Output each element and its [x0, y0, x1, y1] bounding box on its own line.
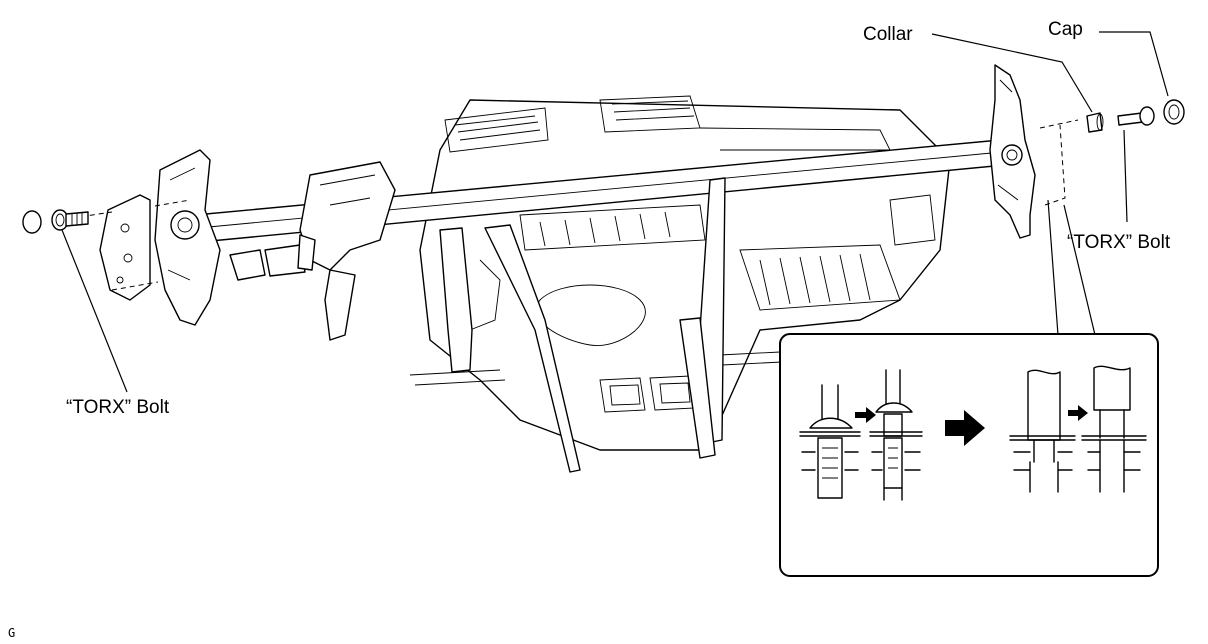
center-braces	[439, 177, 726, 473]
steering-column-bracket	[229, 161, 396, 341]
label-cap: Cap	[1048, 19, 1083, 40]
arrow-right-small-icon	[855, 407, 876, 423]
right-side-bracket	[989, 64, 1036, 239]
right-collar-icon	[1086, 112, 1103, 133]
inset-step-cap-removed	[869, 369, 923, 501]
arrow-right-large-icon	[945, 410, 985, 446]
inset-step-cap-installed	[799, 384, 861, 499]
inset-step-collar-removed	[1081, 365, 1147, 493]
label-torx-bolt-left: “TORX” Bolt	[66, 397, 170, 418]
left-fasteners	[22, 209, 89, 234]
arrow-right-small-icon-2	[1068, 405, 1088, 421]
label-torx-bolt-right: “TORX” Bolt	[1067, 232, 1171, 253]
right-cap-icon	[1163, 99, 1185, 125]
leader-lines	[61, 31, 1169, 393]
alignment-guides	[71, 119, 1079, 291]
inset-detail-box	[779, 333, 1159, 577]
right-fasteners	[1086, 99, 1185, 133]
left-side-bracket	[99, 149, 221, 326]
label-collar: Collar	[863, 24, 913, 45]
inset-step-collar-installed	[1009, 369, 1076, 493]
right-torx-bolt-icon	[1117, 112, 1144, 126]
reference-code: G	[8, 626, 15, 640]
left-cap-icon	[22, 210, 42, 234]
